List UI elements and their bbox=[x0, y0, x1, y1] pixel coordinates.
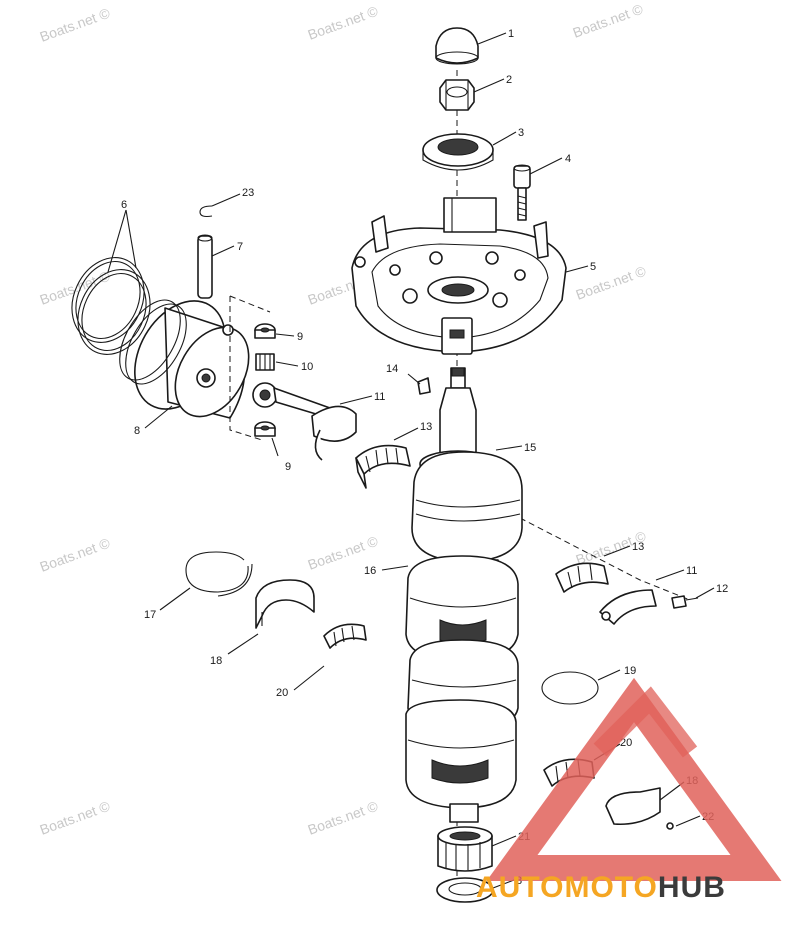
part-13-bearing-cage-lower bbox=[555, 562, 609, 593]
leader-lines bbox=[107, 32, 715, 889]
part-2-nut bbox=[439, 79, 475, 111]
part-23-clip bbox=[199, 205, 213, 218]
rod-axis-line bbox=[519, 517, 691, 601]
pin-axis-lines bbox=[229, 295, 271, 441]
part-19-ring bbox=[541, 671, 599, 705]
brand-text-automoto: AUTOMOTO bbox=[476, 871, 658, 904]
callout-8: 8 bbox=[134, 425, 140, 437]
part-7-wrist-pin bbox=[197, 234, 213, 299]
callout-11-lower: 11 bbox=[686, 565, 697, 577]
logo-m-icon bbox=[593, 686, 698, 758]
part-1-cap bbox=[435, 27, 479, 65]
callout-15: 15 bbox=[524, 442, 536, 454]
part-3-seal bbox=[422, 133, 494, 171]
callout-5: 5 bbox=[590, 261, 596, 273]
part-14-key bbox=[417, 377, 431, 395]
callout-12: 12 bbox=[716, 583, 728, 595]
part-4-bolt bbox=[513, 164, 531, 221]
part-21-bearing bbox=[437, 826, 493, 872]
part-22-dowel bbox=[666, 822, 674, 830]
callout-16: 16 bbox=[364, 565, 376, 577]
callout-6: 6 bbox=[121, 199, 127, 211]
callout-19: 19 bbox=[624, 665, 636, 677]
part-12-screw bbox=[671, 595, 699, 609]
part-9-washer-lower bbox=[254, 421, 276, 437]
part-20-needle-cage bbox=[323, 623, 367, 649]
part-11-rod-cap bbox=[599, 589, 657, 625]
part-13-bearing-cage-upper bbox=[355, 444, 411, 489]
part-5-housing-plate bbox=[351, 197, 567, 355]
part-11-connecting-rod bbox=[252, 382, 357, 461]
watermark-text: Boats.net © bbox=[571, 0, 646, 40]
callout-20-upper: 20 bbox=[276, 687, 288, 699]
part-8-piston bbox=[119, 299, 250, 419]
callout-2: 2 bbox=[506, 74, 512, 86]
part-15-crankshaft bbox=[405, 367, 523, 823]
callout-3: 3 bbox=[518, 127, 524, 139]
callout-7: 7 bbox=[237, 241, 243, 253]
callout-9-lower: 9 bbox=[285, 461, 291, 473]
logo-triangle-icon bbox=[486, 677, 782, 881]
callout-14: 14 bbox=[386, 363, 398, 375]
part-6-piston-rings bbox=[71, 257, 151, 355]
brand-logo: AUTOMOTOHUB bbox=[476, 677, 782, 904]
watermark-text: Boats.net © bbox=[306, 797, 381, 837]
callout-10: 10 bbox=[301, 361, 313, 373]
callout-11-upper: 11 bbox=[374, 391, 385, 403]
watermark-text: Boats.net © bbox=[38, 267, 113, 307]
watermark-text: Boats.net © bbox=[38, 534, 113, 574]
watermark-text: Boats.net © bbox=[306, 2, 381, 42]
watermark-text: Boats.net © bbox=[38, 4, 113, 44]
part-9-washer-upper bbox=[254, 323, 276, 339]
callout-13-upper: 13 bbox=[420, 421, 432, 433]
part-3-lower-washer bbox=[436, 877, 494, 903]
part-18-bearing-shell-lower bbox=[605, 787, 661, 826]
watermark-text: Boats.net © bbox=[574, 262, 649, 302]
callout-20-lower: 20 bbox=[620, 737, 632, 749]
svg-text:AUTOMOTOHUB: AUTOMOTOHUB bbox=[476, 871, 726, 904]
callout-1: 1 bbox=[508, 28, 514, 40]
part-17-retaining-ring bbox=[185, 551, 253, 597]
part-18-bearing-shell bbox=[255, 579, 315, 629]
callout-9-upper: 9 bbox=[297, 331, 303, 343]
callout-18-upper: 18 bbox=[210, 655, 222, 667]
callout-13-lower: 13 bbox=[632, 541, 644, 553]
callout-4: 4 bbox=[565, 153, 571, 165]
part-10-needle-bearing bbox=[255, 353, 275, 371]
brand-text-hub: HUB bbox=[658, 871, 726, 904]
callout-17: 17 bbox=[144, 609, 156, 621]
watermark-text: Boats.net © bbox=[38, 797, 113, 837]
callout-23: 23 bbox=[242, 187, 254, 199]
